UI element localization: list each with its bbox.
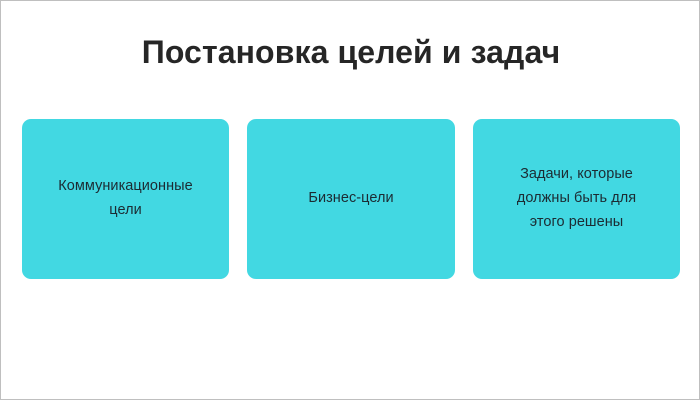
concept-box-business-goals[interactable]: Бизнес-цели — [247, 119, 455, 279]
concept-box-label: Задачи, которые должны быть для этого ре… — [516, 166, 637, 230]
page-title: Постановка целей и задач — [141, 34, 561, 70]
concept-box-label: Коммуникационные цели — [58, 178, 193, 218]
concept-box-tasks-to-solve[interactable]: Задачи, которые должны быть для этого ре… — [473, 119, 680, 279]
concept-box-row: Коммуникационные цели Бизнес-цели Задачи… — [22, 119, 680, 279]
concept-box-communication-goals[interactable]: Коммуникационные цели — [22, 119, 229, 279]
concept-box-label: Бизнес-цели — [308, 190, 394, 206]
